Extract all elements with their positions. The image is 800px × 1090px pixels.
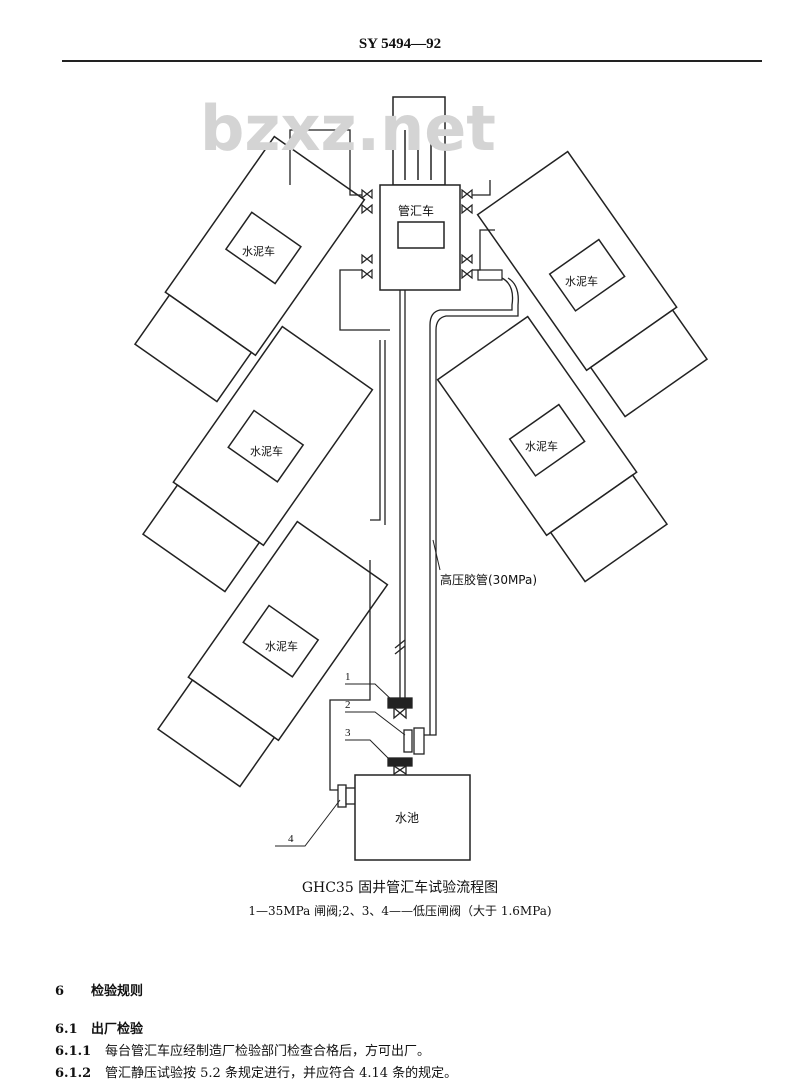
- cement-truck: 水泥车: [156, 520, 389, 788]
- header-rule: [62, 60, 762, 62]
- cement-truck-label: 水泥车: [265, 639, 298, 653]
- cement-truck-label: 水泥车: [250, 444, 283, 458]
- valve-number-2: 2: [345, 699, 351, 711]
- page-header: SY 5494—92: [358, 36, 442, 52]
- manifold-valves: [361, 188, 503, 281]
- cement-truck-label: 水泥车: [565, 274, 598, 288]
- manifold-truck: 管汇车: [379, 96, 461, 291]
- valve-number-4: 4: [288, 833, 294, 845]
- cement-truck: 水泥车: [476, 150, 709, 418]
- figure-legend: 1—35MPa 闸阀;2、3、4——低压闸阀（大于 1.6MPa): [248, 904, 552, 918]
- valve-number-3: 3: [345, 727, 351, 739]
- bottom-valves: [337, 697, 425, 808]
- cement-truck: 水泥车: [133, 135, 366, 403]
- manifold-truck-label: 管汇车: [398, 203, 434, 218]
- leader-lines: [275, 539, 441, 847]
- cement-truck: 水泥车: [141, 325, 374, 593]
- watermark: bzxz.net: [200, 92, 496, 165]
- cement-truck-label: 水泥车: [242, 244, 275, 258]
- figure-title: GHC35 固井管汇车试验流程图: [301, 880, 499, 896]
- cement-truck-label: 水泥车: [525, 439, 558, 453]
- flow-diagram: 管汇车 水泥车 水泥车 水泥车 水泥车 水泥车 水池 1 2 3 4 高压胶管(…: [133, 92, 709, 861]
- pipelines: [289, 129, 519, 791]
- cement-truck: 水泥车: [436, 315, 669, 583]
- water-tank: [354, 774, 471, 861]
- valve-number-1: 1: [345, 671, 351, 683]
- hose-label: 高压胶管(30MPa): [440, 572, 537, 587]
- water-tank-label: 水池: [395, 811, 419, 825]
